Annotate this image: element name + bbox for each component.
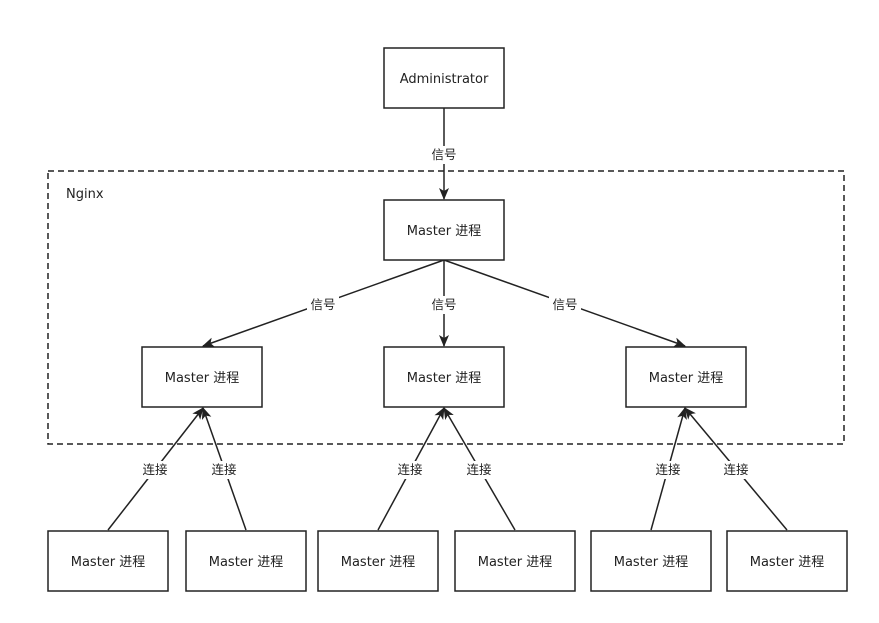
node-mid-center-label: Master 进程 xyxy=(407,371,482,386)
node-mid-right: Master 进程 xyxy=(625,346,747,408)
edge-labels: 信号 信号 信号 信号 连接 连接 连接 连接 连接 连接 xyxy=(139,146,752,479)
node-bottom-3-label: Master 进程 xyxy=(341,555,416,570)
edge-label-bottom6-to-right: 连接 xyxy=(723,462,749,477)
node-bottom-3: Master 进程 xyxy=(317,530,439,592)
node-administrator: Administrator xyxy=(383,47,505,109)
node-bottom-2-label: Master 进程 xyxy=(209,555,284,570)
node-bottom-5-label: Master 进程 xyxy=(614,555,689,570)
node-bottom-6-label: Master 进程 xyxy=(750,555,825,570)
edge-label-bottom2-to-left: 连接 xyxy=(211,462,237,477)
edge-label-master-to-center: 信号 xyxy=(431,297,456,312)
edge-label-master-to-right: 信号 xyxy=(552,297,577,312)
nodes: Administrator Master 进程 Master 进程 Master… xyxy=(47,47,848,592)
edge-label-bottom4-to-center: 连接 xyxy=(466,462,492,477)
node-bottom-2: Master 进程 xyxy=(185,530,307,592)
edge-label-bottom3-to-center: 连接 xyxy=(397,462,423,477)
node-bottom-4-label: Master 进程 xyxy=(478,555,553,570)
node-bottom-1: Master 进程 xyxy=(47,530,169,592)
node-bottom-6: Master 进程 xyxy=(726,530,848,592)
node-master-label: Master 进程 xyxy=(407,224,482,239)
node-mid-left-label: Master 进程 xyxy=(165,371,240,386)
node-mid-left: Master 进程 xyxy=(141,346,263,408)
edge-label-admin-to-master: 信号 xyxy=(431,147,456,162)
nginx-group-label: Nginx xyxy=(66,187,104,202)
node-mid-center: Master 进程 xyxy=(383,346,505,408)
node-bottom-4: Master 进程 xyxy=(454,530,576,592)
node-master: Master 进程 xyxy=(383,199,505,261)
node-bottom-1-label: Master 进程 xyxy=(71,555,146,570)
node-administrator-label: Administrator xyxy=(400,72,489,87)
edge-label-bottom5-to-right: 连接 xyxy=(655,462,681,477)
node-mid-right-label: Master 进程 xyxy=(649,371,724,386)
node-bottom-5: Master 进程 xyxy=(590,530,712,592)
edge-label-bottom1-to-left: 连接 xyxy=(142,462,168,477)
nginx-group: Nginx xyxy=(47,170,845,445)
edge-label-master-to-left: 信号 xyxy=(310,297,335,312)
